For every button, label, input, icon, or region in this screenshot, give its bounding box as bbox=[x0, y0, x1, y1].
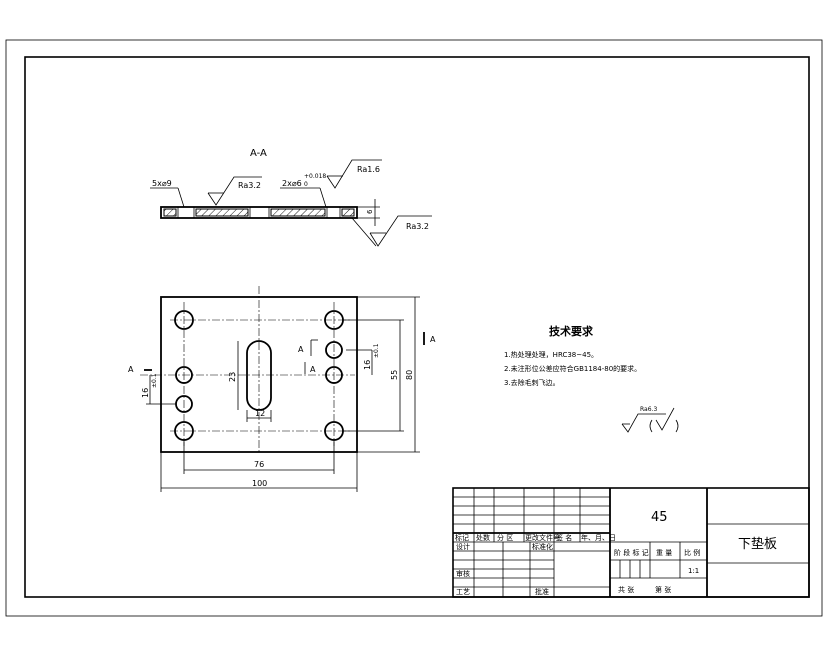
section-mark-mid-2: A bbox=[310, 365, 316, 374]
center-slot bbox=[246, 340, 272, 411]
tb-header-label: 年、月、日 bbox=[581, 533, 616, 542]
dim-inner-height: 55 bbox=[390, 370, 399, 380]
dim-hole-spacing: 76 bbox=[254, 460, 264, 469]
dim-outer-height: 80 bbox=[405, 370, 414, 380]
tb-material: 45 bbox=[651, 510, 668, 525]
dim-right-tol: ±0.1 bbox=[373, 343, 380, 358]
callout-hole-tol-lower: 0 bbox=[304, 181, 308, 188]
roughness-label-top-left: Ra3.2 bbox=[238, 181, 261, 190]
section-mark-left: A bbox=[128, 365, 134, 374]
inner-border bbox=[24, 56, 810, 598]
tb-header-label: 分 区 bbox=[497, 533, 513, 542]
dim-overall-width: 100 bbox=[252, 479, 267, 488]
tb-weight: 重 量 bbox=[656, 549, 672, 557]
plan-view: 23 12 A A A A 16 ±0.1 16 ±0.1 55 bbox=[128, 286, 436, 492]
section-title: A-A bbox=[250, 148, 267, 159]
hatch-zone bbox=[163, 208, 177, 217]
tech-item: 1.热处理处理，HRC38~45。 bbox=[504, 350, 598, 359]
hatch-zone bbox=[195, 208, 249, 217]
tb-row-design: 设计 bbox=[456, 542, 470, 551]
outer-border bbox=[5, 39, 823, 617]
tb-sheets-total: 共 张 bbox=[618, 585, 634, 594]
callout-hole-tol-upper: +0.018 bbox=[304, 173, 326, 180]
section-mark-mid: A bbox=[298, 345, 304, 354]
roughness-label-top-right: Ra1.6 bbox=[357, 165, 380, 174]
general-roughness-symbol bbox=[621, 407, 679, 433]
tech-requirements: 技术要求 1.热处理处理，HRC38~45。 2.未注形位公差应符合GB1184… bbox=[504, 324, 679, 433]
tb-header-label: 更改文件号 bbox=[525, 533, 560, 542]
tb-row-approve: 批准 bbox=[535, 587, 549, 596]
hatch-zone bbox=[270, 208, 326, 217]
roughness-symbol-right bbox=[369, 215, 432, 247]
roughness-symbol-top-left bbox=[207, 176, 262, 206]
section-plate-outline bbox=[160, 206, 358, 219]
title-block: 标记 处数 分 区 更改文件号 签 名 年、月、日 设计 标准化 审核 工艺 批… bbox=[452, 487, 810, 598]
tb-row-process: 工艺 bbox=[456, 588, 470, 596]
tb-header-label: 标记 bbox=[455, 533, 469, 542]
section-hole-walls bbox=[177, 207, 341, 218]
tb-header-label: 处数 bbox=[476, 533, 490, 542]
tech-title: 技术要求 bbox=[549, 324, 594, 338]
dim-left-tol: ±0.1 bbox=[151, 373, 158, 388]
section-view: A-A 5x⌀9 Ra3.2 2x⌀6 +0.018 bbox=[150, 148, 432, 247]
tb-header-label: 签 名 bbox=[556, 533, 572, 542]
callout-slot: 5x⌀9 bbox=[152, 179, 172, 188]
tb-ratio: 比 例 bbox=[684, 548, 700, 557]
general-roughness-label: Ra6.3 bbox=[640, 406, 657, 413]
tb-row-review: 审核 bbox=[456, 569, 470, 578]
dim-left-offset: 16 bbox=[141, 388, 150, 398]
tech-item: 3.去除毛刺飞边。 bbox=[504, 378, 560, 387]
dim-slot-length: 23 bbox=[228, 372, 237, 382]
roughness-label-right: Ra3.2 bbox=[406, 222, 429, 231]
roughness-symbol-top-right bbox=[326, 159, 382, 189]
dim-right-offset: 16 bbox=[363, 360, 372, 370]
tb-sheet-no: 第 张 bbox=[655, 585, 671, 594]
tb-row-standard: 标准化 bbox=[532, 542, 553, 551]
section-mark-right: A bbox=[430, 335, 436, 344]
tb-stage-mark: 阶 段 标 记 bbox=[614, 548, 649, 557]
tb-part-name: 下垫板 bbox=[738, 536, 777, 552]
hatch-zone bbox=[341, 208, 355, 217]
tb-scale: 1:1 bbox=[688, 567, 699, 575]
callout-hole: 2x⌀6 bbox=[282, 179, 302, 188]
tech-item: 2.未注形位公差应符合GB1184-80的要求。 bbox=[504, 364, 641, 373]
dim-slot-width: 12 bbox=[255, 409, 265, 418]
thickness-dim: 6 bbox=[366, 209, 374, 214]
